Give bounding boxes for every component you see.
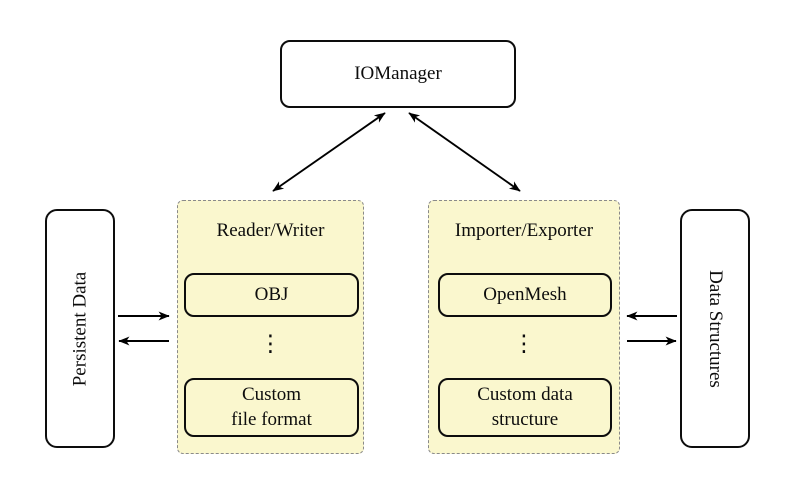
node-custom-file-format-line1: Custom (241, 383, 302, 405)
node-data-structures-label: Data Structures (705, 269, 726, 388)
node-iomanager-label: IOManager (354, 63, 442, 84)
node-persistent-data: Persistent Data (45, 209, 115, 448)
node-custom-data-structure: Custom data structure (438, 378, 612, 437)
group-importer-exporter: Importer/Exporter OpenMesh ⋮ Custom data… (428, 200, 620, 454)
node-custom-file-format: Custom file format (184, 378, 359, 437)
arrow-iomanager-readerwriter (272, 112, 386, 192)
node-openmesh-label: OpenMesh (483, 283, 567, 305)
node-data-structures: Data Structures (680, 209, 750, 448)
node-obj-label: OBJ (254, 283, 289, 305)
node-obj: OBJ (184, 273, 359, 317)
group-reader-writer-label: Reader/Writer (216, 220, 325, 241)
node-openmesh: OpenMesh (438, 273, 612, 317)
node-custom-file-format-line2: file format (231, 408, 312, 430)
vdots-reader-writer: ⋮ (259, 331, 282, 357)
group-importer-exporter-label: Importer/Exporter (454, 220, 594, 241)
vdots-importer-exporter: ⋮ (512, 331, 536, 357)
group-reader-writer: Reader/Writer OBJ ⋮ Custom file format (177, 200, 364, 454)
node-iomanager: IOManager (280, 40, 516, 108)
node-custom-data-structure-line2: structure (491, 408, 559, 430)
node-custom-data-structure-line1: Custom data (477, 383, 573, 405)
arrow-iomanager-importerexporter (408, 112, 521, 192)
node-persistent-data-label: Persistent Data (69, 271, 91, 386)
